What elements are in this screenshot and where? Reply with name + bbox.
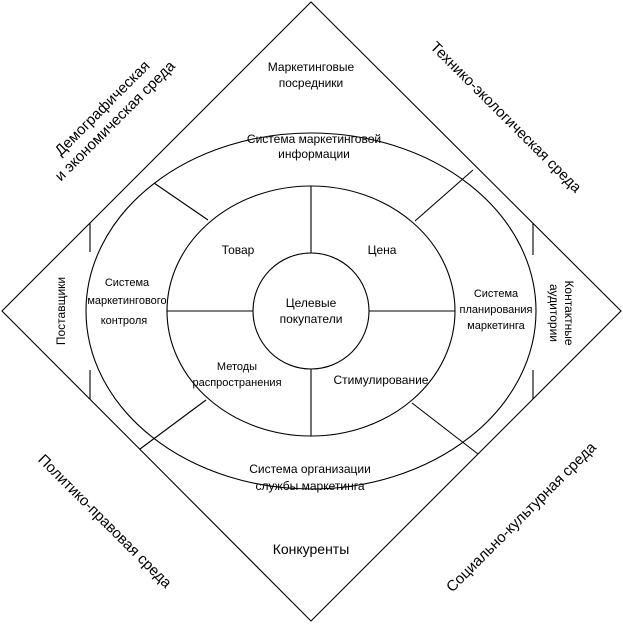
- mix-product: Товар: [222, 243, 255, 257]
- system-control-line2: маркетингового: [87, 295, 166, 307]
- center-line1: Целевые: [286, 296, 337, 310]
- mix-promotion: Стимулирование: [334, 373, 429, 387]
- center-line2: покупатели: [280, 312, 343, 326]
- mix-distribution-line2: распространения: [192, 377, 281, 389]
- system-organization-line2: службы маркетинга: [255, 479, 364, 493]
- system-organization-line1: Система организации: [249, 462, 371, 476]
- divider-bottom-right: [411, 402, 479, 455]
- system-info-line1: Система маркетинговой: [247, 132, 381, 146]
- env-demographic-line2: и экономическая среда: [52, 57, 180, 185]
- system-info-line2: информации: [278, 147, 350, 161]
- intermediaries-line1: Маркетинговые: [268, 60, 355, 74]
- divider-top-left: [153, 182, 209, 221]
- mix-distribution-line1: Методы: [217, 361, 257, 373]
- system-control-line3: контроля: [101, 315, 148, 327]
- env-technical: Технико-экологическая среда: [427, 38, 585, 196]
- system-planning-line2: планирования: [460, 304, 533, 316]
- divider-bottom-left: [139, 399, 207, 450]
- system-planning-line1: Система: [474, 288, 519, 300]
- env-political: Политико-правовая среда: [34, 451, 175, 592]
- system-planning-line3: маркетинга: [467, 320, 526, 332]
- competitors-label: Конкуренты: [273, 541, 350, 557]
- env-social: Социально-культурная среда: [443, 439, 600, 596]
- center-circle: [252, 252, 370, 370]
- divider-top-right: [414, 169, 474, 222]
- mix-price: Цена: [368, 243, 397, 257]
- system-control-line1: Система: [105, 277, 150, 289]
- outer-ellipse: [85, 132, 537, 490]
- audiences-line1: Контактные: [562, 280, 576, 345]
- intermediaries-line2: посредники: [279, 76, 344, 90]
- suppliers-label: Поставщики: [54, 277, 68, 345]
- audiences-line2: аудитории: [547, 284, 561, 342]
